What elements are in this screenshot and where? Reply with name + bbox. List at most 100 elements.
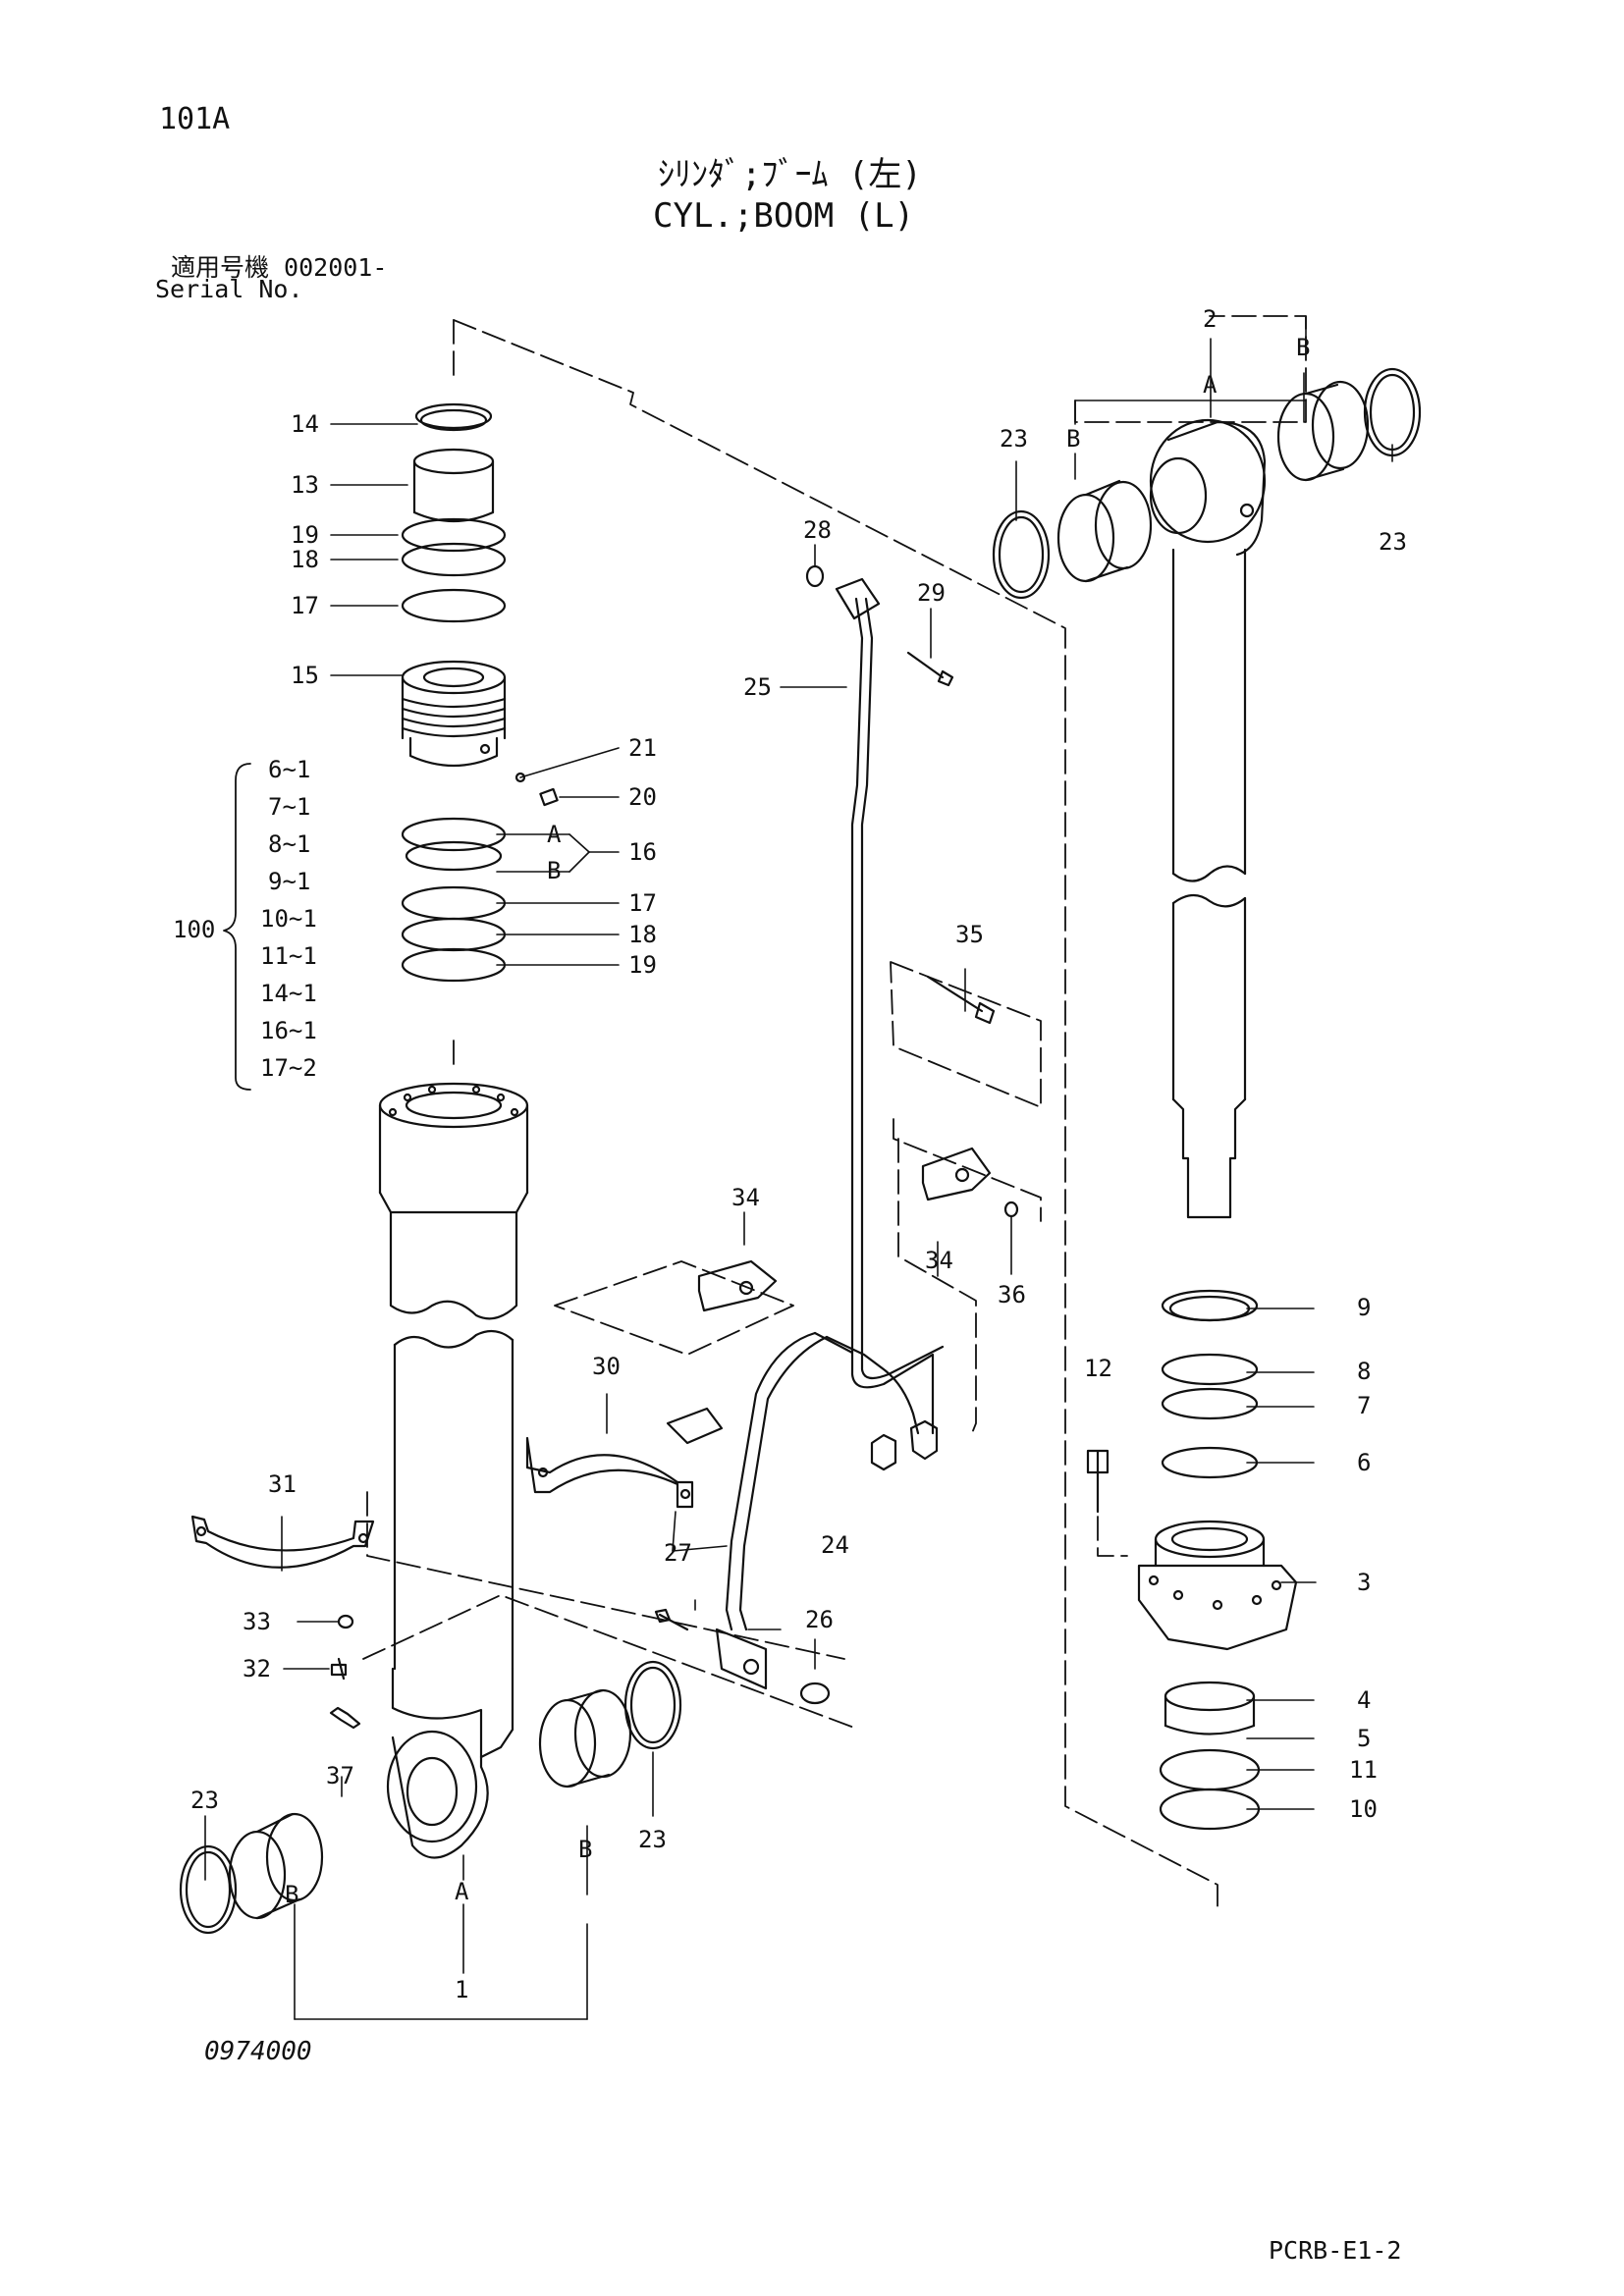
part-23-seal-right	[623, 1660, 682, 1750]
callout-4: 4	[1357, 1686, 1371, 1714]
callout-30: 30	[592, 1353, 621, 1380]
callout-29: 29	[917, 579, 946, 607]
callout-33: 33	[243, 1608, 271, 1635]
callout-26: 26	[805, 1606, 834, 1633]
part-27-bolt	[654, 1608, 689, 1631]
part-30-clamp	[525, 1407, 724, 1509]
callout-19-piston: 19	[628, 951, 657, 979]
callout-25: 25	[743, 673, 772, 701]
head-part-13-bushing	[412, 448, 495, 523]
part-23-seal-rod-right	[1363, 367, 1422, 457]
kit-item: 16~1	[260, 1017, 317, 1044]
callout-23-left: 23	[190, 1787, 219, 1814]
callout-23-rod-left: 23	[1000, 425, 1028, 453]
callout-35: 35	[955, 921, 984, 948]
callout-34-lower: 34	[925, 1247, 953, 1274]
kit-item: 7~1	[268, 793, 310, 821]
part-23-seal-left	[179, 1844, 238, 1935]
drawing-number: 0974000	[204, 2037, 312, 2066]
callout-8: 8	[1357, 1358, 1371, 1385]
sheet-code: PCRB-E1-2	[1269, 2236, 1402, 2265]
callout-A-rod: A	[1203, 371, 1218, 399]
part-26-o-ring	[799, 1682, 831, 1705]
serial-label-japanese: 適用号機 002001-	[171, 253, 388, 282]
callout-A-16: A	[547, 821, 562, 848]
callout-10: 10	[1349, 1795, 1378, 1823]
piston-seals-9-8-7-6	[1161, 1289, 1259, 1479]
callout-7: 7	[1357, 1392, 1371, 1419]
callout-B-right: B	[578, 1836, 592, 1863]
head-part-20-set-screw	[539, 787, 559, 807]
kit-item: 14~1	[260, 980, 317, 1007]
piston-parts-4-5-11-10	[1159, 1681, 1261, 1831]
callout-6: 6	[1357, 1449, 1371, 1476]
part-33-washer	[337, 1614, 354, 1629]
callout-17-piston: 17	[628, 889, 657, 917]
callout-9: 9	[1357, 1294, 1371, 1321]
callout-16: 16	[628, 838, 657, 866]
callout-14: 14	[291, 410, 319, 438]
callout-1: 1	[455, 1976, 468, 2003]
piston-parts-16-17-18-19	[401, 817, 507, 983]
part-31-clamp	[190, 1515, 375, 1569]
part-37-grease-fitting	[329, 1706, 361, 1730]
page-number: 101A	[159, 102, 231, 136]
part-36-washer	[1003, 1201, 1019, 1218]
callout-B-rod-left: B	[1066, 425, 1080, 453]
part-28-o-ring	[805, 564, 825, 588]
callout-20: 20	[628, 783, 657, 811]
part-12-bolt	[1086, 1449, 1110, 1514]
title-japanese: ｼﾘﾝﾀﾞ;ﾌﾞｰﾑ (左)	[658, 155, 922, 194]
part-3-piston	[1137, 1520, 1298, 1651]
callout-18-piston: 18	[628, 921, 657, 948]
callout-A-tube: A	[455, 1878, 469, 1905]
callout-labels: 14 13 19 18 17 15 21 20 A B 16 17 18 19 …	[173, 305, 1407, 2003]
callout-18: 18	[291, 546, 319, 573]
kit-item: 10~1	[260, 905, 317, 933]
part-34-bracket-upper	[921, 1147, 992, 1201]
part-25-pipe	[835, 577, 945, 1435]
callout-2: 2	[1203, 305, 1217, 333]
head-part-21-ball	[514, 772, 526, 783]
callout-36: 36	[998, 1281, 1026, 1308]
callout-32: 32	[243, 1655, 271, 1682]
callout-23-right: 23	[638, 1826, 667, 1853]
part-24-flange	[715, 1628, 768, 1690]
assembly-guide-lines	[362, 315, 1307, 1913]
serial-label-english: Serial No.	[155, 275, 303, 303]
callout-31: 31	[268, 1470, 297, 1498]
callout-24: 24	[821, 1531, 849, 1559]
part-B-bushing-rod-right	[1276, 380, 1370, 482]
part-B-bushing-right	[538, 1688, 632, 1789]
part-24-pipe	[725, 1331, 939, 1631]
callout-12: 12	[1084, 1355, 1112, 1382]
head-part-15-rod-cover	[401, 660, 507, 768]
leader-lines	[204, 315, 1393, 2020]
callout-15: 15	[291, 662, 319, 689]
part-B-bushing-rod-left	[1056, 479, 1153, 583]
head-parts-19-18-17-rings	[401, 517, 507, 623]
part-B-bushing-left	[228, 1812, 324, 1920]
cylinder-tube-1	[378, 1082, 529, 1859]
callout-B-rod-right: B	[1296, 334, 1310, 361]
callout-27: 27	[664, 1539, 692, 1567]
kit-item-list: 6~1 7~1 8~1 9~1 10~1 11~1 14~1 16~1 17~2	[260, 756, 317, 1082]
callout-B-left: B	[285, 1881, 298, 1908]
kit-item: 8~1	[268, 830, 310, 858]
head-part-14-wear-ring	[414, 402, 493, 432]
kit-label-100: 100	[173, 916, 215, 943]
callout-11: 11	[1349, 1756, 1378, 1784]
part-34-bracket-lower	[697, 1259, 778, 1312]
callout-19: 19	[291, 521, 319, 549]
callout-34-upper: 34	[731, 1184, 760, 1211]
callout-B-16: B	[547, 857, 561, 884]
callout-21: 21	[628, 734, 657, 762]
kit-item: 6~1	[268, 756, 310, 783]
title-english: CYL.;BOOM (L)	[653, 196, 915, 236]
callout-23-rod-right: 23	[1379, 528, 1407, 556]
part-35-bolt	[926, 975, 996, 1025]
kit-brace	[223, 763, 251, 1091]
kit-item: 17~2	[260, 1054, 317, 1082]
callout-17: 17	[291, 592, 319, 619]
